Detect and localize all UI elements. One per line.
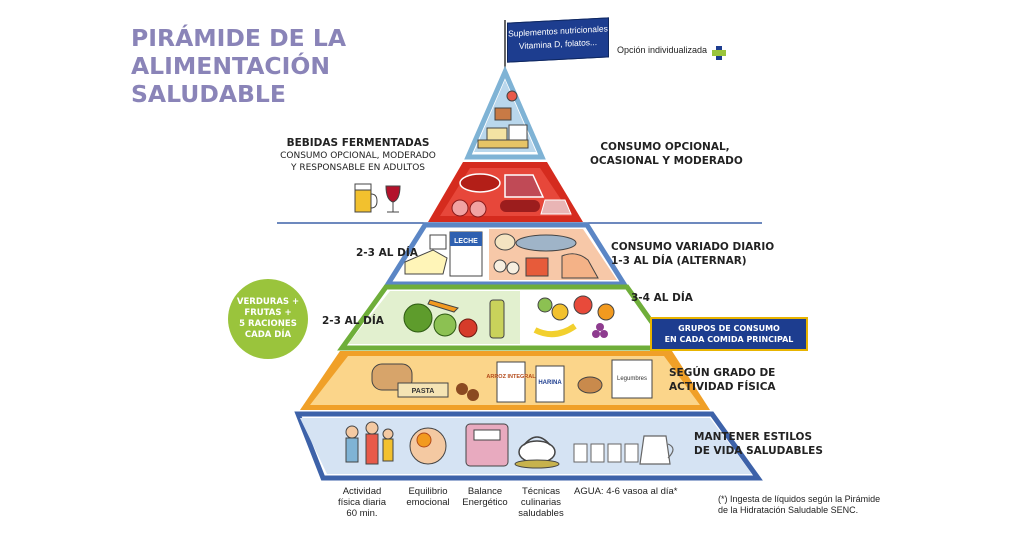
- tier-vegetables-fruits: [337, 284, 675, 351]
- milk-carton-label: LECHE: [454, 238, 478, 245]
- top-right-line-1: CONSUMO OPCIONAL,: [600, 141, 730, 153]
- base-line-1: MANTENER ESTILOS: [694, 431, 813, 443]
- caption-energy-balance: Balance Energético: [455, 486, 515, 508]
- footnote-line-1: (*) Ingesta de líquidos según la Pirámid…: [718, 494, 881, 504]
- veg-frequency: 2-3 AL DÍA: [322, 315, 384, 327]
- protein-label: CONSUMO VARIADO DIARIO 1-3 AL DÍA (ALTER…: [611, 240, 774, 268]
- caption-emotional-balance: Equilibrio emocional: [398, 486, 458, 508]
- rice-label: ARROZ INTEGRAL: [486, 374, 536, 380]
- badge-line-3: 5 RACIONES: [239, 319, 297, 329]
- pasta-label: PASTA: [412, 388, 435, 395]
- title-line-3: SALUDABLE: [131, 80, 286, 108]
- tier-processed-meats: [428, 162, 583, 222]
- top-right-line-2: OCASIONAL Y MODERADO: [590, 155, 743, 167]
- tier-dairy-protein: LECHE: [383, 222, 629, 287]
- base-line-2: DE VIDA SALUDABLES: [694, 445, 823, 457]
- hydration-footnote: (*) Ingesta de líquidos según la Pirámid…: [718, 494, 918, 516]
- caption-line: saludables: [518, 508, 564, 519]
- caption-line: 60 min.: [346, 508, 378, 519]
- badge-line-4: CADA DÍA: [244, 330, 292, 340]
- fermented-line-2: Y RESPONSABLE EN ADULTOS: [290, 163, 426, 173]
- tier-lifestyle-base: [294, 411, 763, 481]
- caption-line: emocional: [406, 497, 450, 508]
- optional-label: Opción individualizada: [617, 45, 708, 55]
- fermented-line-1: CONSUMO OPCIONAL, MODERADO: [280, 151, 436, 161]
- caption-line: Equilibrio: [408, 486, 448, 497]
- flour-label: HARINA: [538, 380, 562, 386]
- lifestyle-label: MANTENER ESTILOS DE VIDA SALUDABLES: [694, 430, 823, 458]
- optional-consumption-label: CONSUMO OPCIONAL, OCASIONAL Y MODERADO: [590, 140, 743, 168]
- caption-cooking-techniques: Técnicas culinarias saludables: [511, 486, 571, 519]
- plus-icon: [712, 46, 726, 60]
- caption-line: Técnicas: [521, 486, 560, 497]
- footnote-line-2: de la Hidratación Saludable SENC.: [718, 505, 859, 515]
- caption-line: Energético: [462, 497, 508, 508]
- water-caption: AGUA: 4-6 vasoa al día*: [574, 486, 678, 497]
- five-portions-badge: VERDURAS + FRUTAS + 5 RACIONES CADA DÍA: [228, 279, 308, 359]
- blue-box-line-1: GRUPOS DE CONSUMO: [678, 324, 780, 333]
- caption-line: física diaria: [337, 497, 387, 508]
- supplements-flag: Suplementos nutricionales Vitamina D, fo…: [507, 17, 609, 63]
- cereal-line-2: ACTIVIDAD FÍSICA: [669, 381, 776, 393]
- title-line-1: PIRÁMIDE DE LA: [131, 24, 347, 52]
- blue-box-line-2: EN CADA COMIDA PRINCIPAL: [664, 335, 794, 344]
- caption-line: culinarias: [520, 497, 562, 508]
- fermented-title: BEBIDAS FERMENTADAS: [286, 137, 430, 149]
- cereal-label: SEGÚN GRADO DE ACTIVIDAD FÍSICA: [669, 366, 776, 394]
- tier-sweets: [464, 65, 546, 160]
- beer-wine-icon: [354, 183, 401, 213]
- page-title: PIRÁMIDE DE LA ALIMENTACIÓN SALUDABLE: [131, 24, 361, 108]
- caption-line: Balance: [467, 486, 503, 497]
- protein-line-1: CONSUMO VARIADO DIARIO: [611, 241, 775, 253]
- badge-line-2: FRUTAS +: [244, 308, 292, 318]
- dairy-frequency: 2-3 AL DÍA: [356, 247, 418, 259]
- legumes-label: Legumbres: [617, 376, 647, 382]
- caption-line: Actividad: [342, 486, 382, 497]
- fermented-drinks-label: BEBIDAS FERMENTADAS CONSUMO OPCIONAL, MO…: [268, 136, 448, 174]
- title-line-2: ALIMENTACIÓN: [131, 52, 331, 80]
- tier-cereals: PASTA ARROZ INTEGRAL HARINA Legumbres: [300, 351, 710, 410]
- caption-physical-activity: Actividad física diaria 60 min.: [332, 486, 392, 519]
- badge-line-1: VERDURAS +: [236, 297, 300, 307]
- main-meal-groups-box: GRUPOS DE CONSUMO EN CADA COMIDA PRINCIP…: [650, 317, 808, 351]
- protein-line-2: 1-3 AL DÍA (ALTERNAR): [611, 255, 747, 267]
- fruit-frequency: 3-4 AL DÍA: [631, 292, 693, 304]
- cereal-line-1: SEGÚN GRADO DE: [669, 367, 776, 379]
